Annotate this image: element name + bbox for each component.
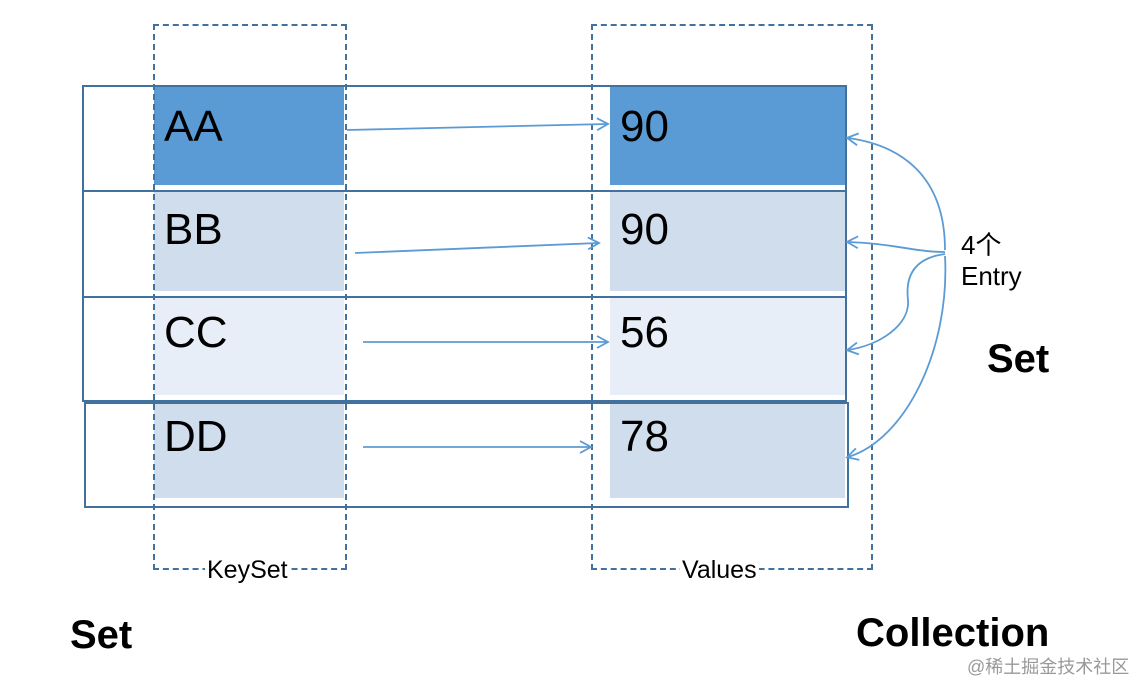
value-text-3: 56 — [620, 308, 669, 357]
key-text-aa: AA — [164, 102, 223, 151]
value-cell-2 — [610, 192, 845, 291]
keyset-set-label: Set — [70, 613, 133, 657]
entry-curve-4 — [845, 255, 947, 461]
watermark-text: @稀土掘金技术社区 — [967, 657, 1130, 677]
arrow-aa-to-90 — [346, 117, 610, 132]
key-text-cc: CC — [164, 308, 228, 357]
key-cell-dd — [154, 404, 344, 498]
key-cell-bb — [154, 192, 344, 291]
value-text-4: 78 — [620, 412, 669, 461]
key-cell-aa — [154, 87, 344, 185]
arrow-bb-to-90 — [354, 236, 601, 254]
entry-curve-2 — [845, 235, 946, 253]
value-cell-1 — [610, 87, 845, 185]
key-cell-cc — [154, 298, 344, 395]
entry-set-label: Set — [987, 337, 1050, 381]
entry-count-line1: 4个 — [961, 230, 1002, 260]
key-text-bb: BB — [164, 205, 223, 254]
value-cell-3 — [610, 298, 845, 395]
entry-curve-3 — [845, 253, 946, 356]
values-collection-label: Collection — [856, 611, 1050, 655]
entry-count-line2: Entry — [961, 260, 1022, 291]
value-cell-4 — [610, 404, 845, 498]
keyset-caption: KeySet — [205, 556, 290, 584]
value-text-2: 90 — [620, 205, 669, 254]
entry-count-label: 4个 Entry — [961, 230, 1022, 291]
value-text-1: 90 — [620, 102, 669, 151]
values-caption: Values — [680, 556, 759, 584]
key-text-dd: DD — [164, 412, 228, 461]
entry-curve-1 — [845, 132, 946, 251]
